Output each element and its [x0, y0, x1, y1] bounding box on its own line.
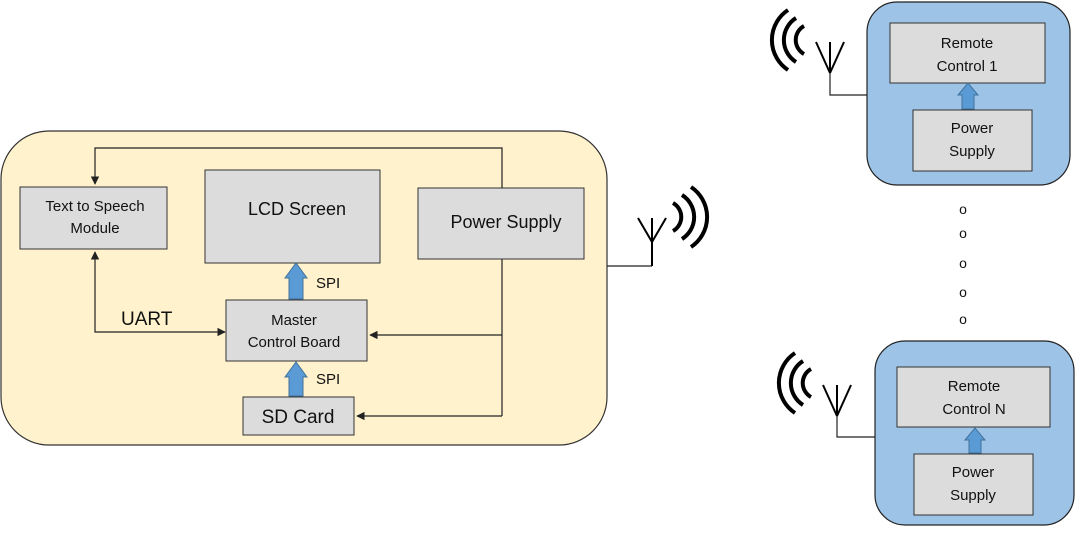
- spi-arrow-top: [284, 262, 308, 300]
- master-board-label-1: Master: [271, 312, 317, 329]
- remote-1-power-arrow: [956, 82, 980, 110]
- ellipsis-dot: o: [959, 311, 967, 327]
- remote-1-signal-waves-icon: [769, 8, 806, 72]
- spi-label-top: SPI: [316, 275, 340, 292]
- power-to-tts-wire: [90, 147, 503, 188]
- lcd-screen-label: LCD Screen: [248, 199, 346, 219]
- text-to-speech-label-1: Text to Speech: [45, 198, 144, 215]
- remote-n-title-2: Control N: [942, 401, 1005, 418]
- lcd-screen-block: [204, 169, 381, 264]
- remote-1-antenna-wire: [829, 73, 867, 96]
- text-to-speech-block: [19, 186, 168, 250]
- remote-n-antenna-wire: [836, 416, 875, 438]
- remote-n-title-1: Remote: [948, 378, 1001, 395]
- main-power-supply-label: Power Supply: [450, 212, 561, 232]
- remote-n-power-label-1: Power: [952, 464, 995, 481]
- remote-ellipsis: o o o o o: [959, 201, 967, 327]
- master-board-label-2: Control Board: [248, 334, 341, 351]
- remote-n-power-arrow: [963, 427, 987, 454]
- sd-card-block: [242, 396, 355, 436]
- remote-n-power-block: [913, 453, 1034, 516]
- main-wiring: [90, 147, 652, 421]
- ellipsis-dot: o: [959, 255, 967, 271]
- remote-1-power-label-2: Supply: [949, 143, 995, 160]
- remote-n-power-label-2: Supply: [950, 487, 996, 504]
- master-control-board-block: [225, 299, 368, 362]
- remote-1-antenna-icon: [815, 41, 845, 74]
- remote-1-power-label-1: Power: [951, 120, 994, 137]
- spi-arrow-bottom: [284, 361, 308, 397]
- remote-1-title-1: Remote: [941, 35, 994, 52]
- remote-1-power-block: [912, 109, 1033, 172]
- ellipsis-dot: o: [959, 225, 967, 241]
- remote-1-title-2: Control 1: [937, 58, 998, 75]
- main-power-supply-block: [417, 187, 585, 260]
- uart-wire: [90, 251, 226, 337]
- text-to-speech-label-2: Module: [70, 220, 119, 237]
- sd-card-label: SD Card: [262, 407, 335, 428]
- remote-n-antenna-icon: [822, 384, 852, 417]
- main-antenna-icon: [637, 217, 667, 266]
- spi-label-bottom: SPI: [316, 371, 340, 388]
- ellipsis-dot: o: [959, 201, 967, 217]
- remote-n-signal-waves-icon: [776, 351, 813, 415]
- ellipsis-dot: o: [959, 284, 967, 300]
- main-signal-waves-icon: [671, 185, 710, 249]
- remote-control-1-block: [889, 22, 1046, 84]
- remote-control-n-block: [896, 366, 1051, 428]
- uart-label: UART: [121, 309, 173, 330]
